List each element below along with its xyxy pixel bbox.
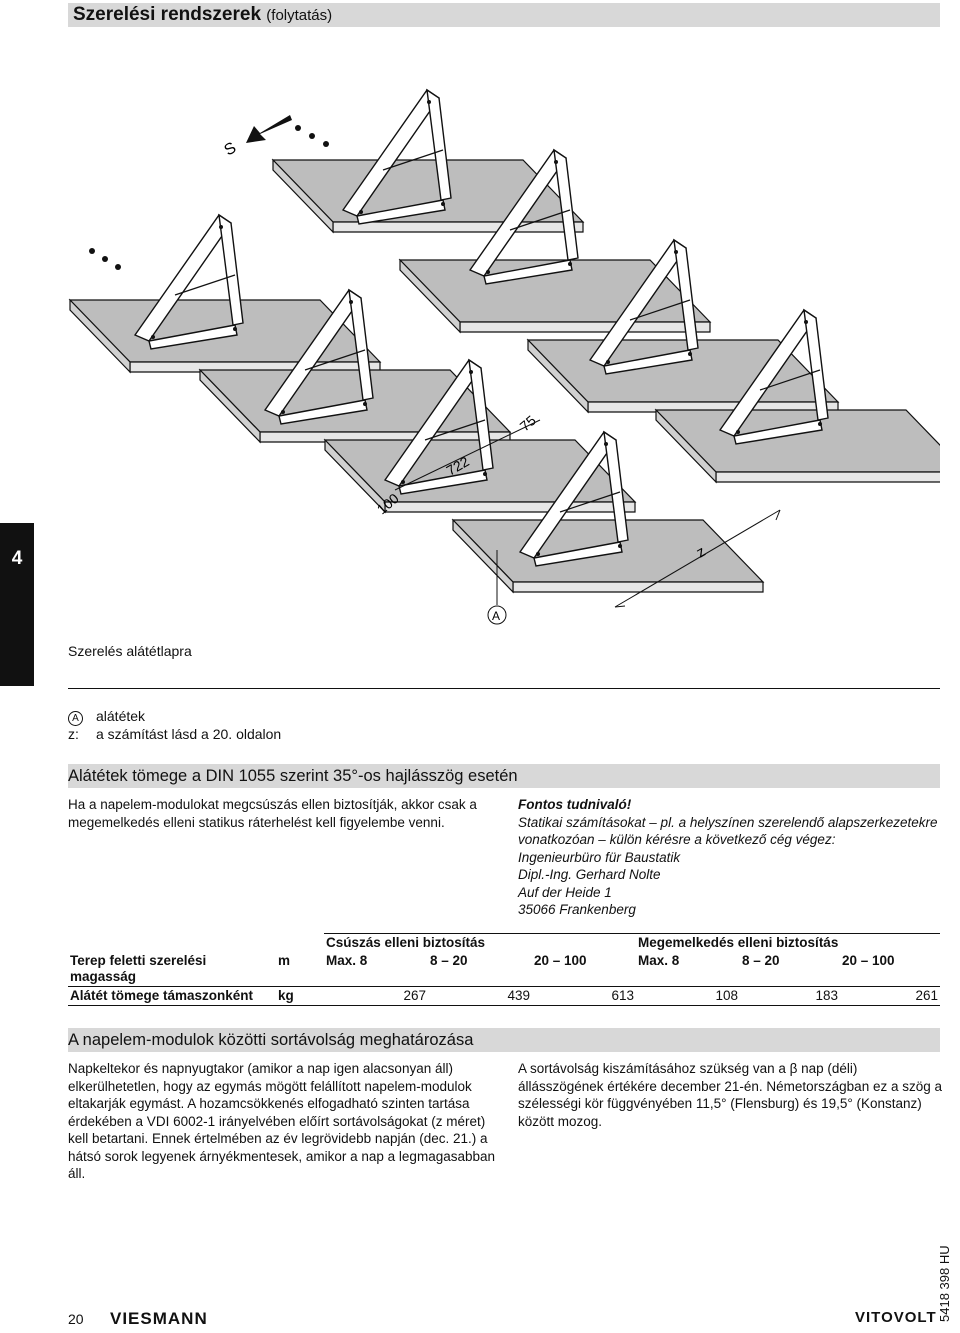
cell: 8 – 20 <box>430 953 468 968</box>
dim-75: 75 <box>517 412 539 434</box>
cell: 8 – 20 <box>742 953 780 968</box>
slab-front-4 <box>452 519 764 593</box>
cell: 261 <box>840 986 940 1006</box>
cell: 183 <box>740 986 840 1006</box>
weights-table: Csúszás elleni biztosítás Megemelkedés e… <box>68 933 940 1006</box>
row-unit: m <box>278 953 291 968</box>
south-arrow-icon <box>246 115 292 143</box>
note-line: Dipl.-Ing. Gerhard Nolte <box>518 867 661 882</box>
cell: Max. 8 <box>638 953 680 968</box>
legend-text: alátétek <box>96 708 146 724</box>
legend-key-a: A <box>68 711 83 726</box>
divider <box>68 688 940 689</box>
cell: 108 <box>636 986 740 1006</box>
note-line: Ingenieurbüro für Baustatik <box>518 849 681 865</box>
mounting-figure: S 100 722 75 z A <box>69 89 940 625</box>
section-paragraph: A sortávolság kiszámításához szükség van… <box>518 1061 942 1129</box>
page-title-main: Szerelési rendszerek <box>73 4 262 25</box>
table-row: Alátét tömege támaszonként kg 267 439 61… <box>68 986 940 1006</box>
marker-a-icon <box>487 605 507 625</box>
note-line: Auf der Heide 1 <box>518 884 612 900</box>
south-label: S <box>222 139 240 159</box>
vitovolt-logo: VITOVOLT <box>855 1309 937 1326</box>
legend-key-z: z: <box>68 726 79 742</box>
row-label: Alátét tömege támaszonként <box>68 986 276 1006</box>
section-title: A napelem-modulok közötti sortávolság me… <box>68 1031 474 1049</box>
header-bar <box>68 3 940 27</box>
note-line: Statikai számításokat – pl. a helyszínen… <box>518 814 938 848</box>
page-title: Szerelési rendszerek (folytatás) <box>73 3 332 28</box>
section-paragraph: Ha a napelem-modulokat megcsúszás ellen … <box>68 797 477 830</box>
row-label: Terep feletti szerelési magasság <box>70 953 207 984</box>
cell: 613 <box>532 986 636 1006</box>
note-line: 35066 Frankenberg <box>518 902 636 917</box>
row-unit: kg <box>276 986 324 1006</box>
section-bar <box>68 1028 940 1052</box>
cell: 20 – 100 <box>534 953 587 968</box>
group-header-sliding: Csúszás elleni biztosítás <box>324 933 636 952</box>
table-header-row: Csúszás elleni biztosítás Megemelkedés e… <box>68 933 940 952</box>
legend-item: z: a számítást lásd a 20. oldalon <box>68 725 281 743</box>
page-title-sub: (folytatás) <box>266 7 333 24</box>
note-heading: Fontos tudnivaló! <box>518 797 632 812</box>
cell: 20 – 100 <box>842 953 895 968</box>
group-header-lifting: Megemelkedés elleni biztosítás <box>636 933 940 952</box>
viessmann-logo: VIESMANN <box>110 1309 208 1328</box>
legend-text: a számítást lásd a 20. oldalon <box>96 726 282 742</box>
section-paragraph: Napkeltekor és napnyugtakor (amikor a na… <box>68 1061 496 1181</box>
chapter-tab: 4 <box>0 523 34 686</box>
document-number: 5418 398 HU <box>937 1245 952 1322</box>
cell: Max. 8 <box>326 953 368 968</box>
figure-caption: Szerelés alátétlapra <box>68 643 192 659</box>
page-number: 20 <box>68 1311 84 1327</box>
slab-back-4 <box>655 409 940 483</box>
marker-a-label: A <box>492 609 500 623</box>
section-title: Alátétek tömege a DIN 1055 szerint 35°-o… <box>68 767 518 785</box>
cell: 439 <box>428 986 532 1006</box>
cell: 267 <box>324 986 428 1006</box>
section-bar <box>68 764 940 788</box>
note-box: Fontos tudnivaló! Statikai számításokat … <box>518 796 948 919</box>
table-row: Terep feletti szerelési magasság m Max. … <box>68 952 940 987</box>
